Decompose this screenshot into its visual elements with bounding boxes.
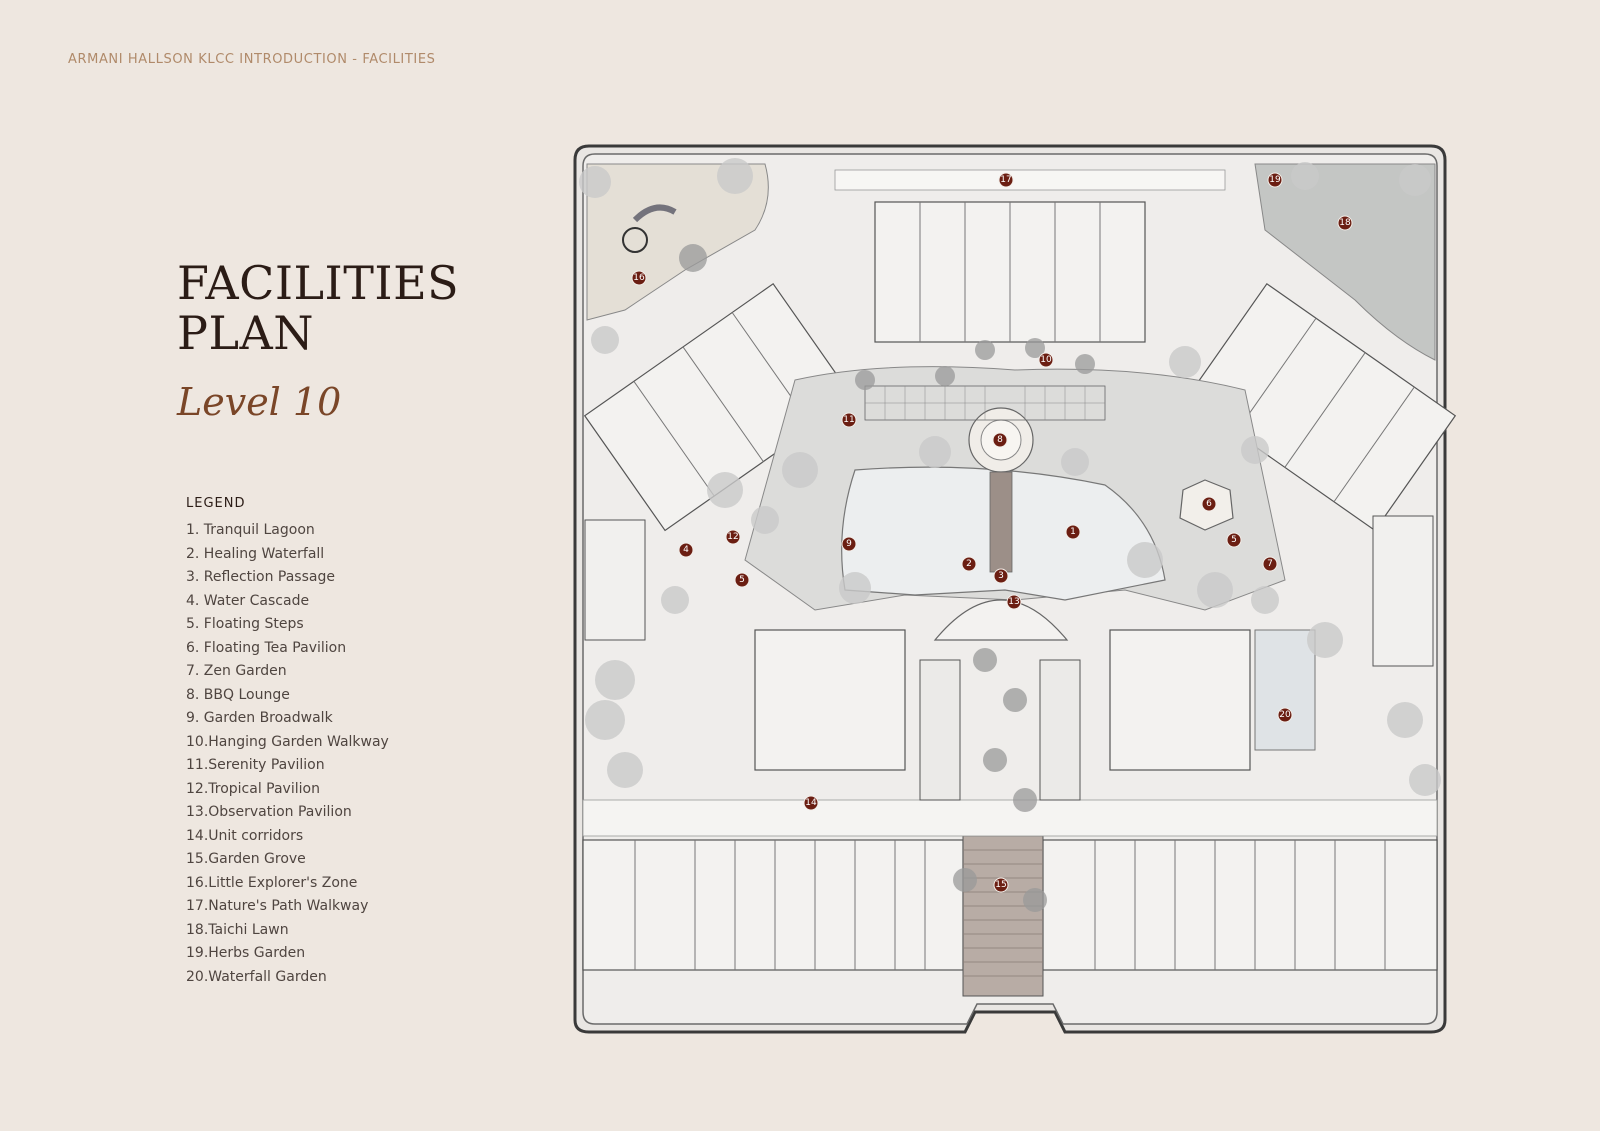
svg-text:19: 19 (1269, 175, 1281, 185)
svg-text:18: 18 (1339, 218, 1351, 228)
svg-text:20: 20 (1279, 710, 1291, 720)
marker-18: 18 (1337, 215, 1353, 231)
svg-text:13: 13 (1008, 597, 1019, 607)
legend-item: 4. Water Cascade (186, 592, 310, 609)
legend-item: 13.Observation Pavilion (186, 804, 352, 820)
lower-units-right (1109, 629, 1251, 771)
taichi-lawn (1254, 163, 1436, 361)
svg-text:17: 17 (1000, 175, 1011, 185)
nature-path-walkway (834, 169, 1226, 191)
svg-text:3: 3 (998, 571, 1004, 581)
legend-item: 17.Nature's Path Walkway (186, 898, 369, 914)
legend: LEGEND 1. Tranquil Lagoon 2. Healing Wat… (186, 496, 389, 989)
legend-item: 18.Taichi Lawn (186, 921, 289, 938)
legend-item: 7. Zen Garden (186, 663, 287, 679)
legend-title: LEGEND (186, 496, 246, 511)
svg-text:2: 2 (966, 559, 972, 569)
bottom-units-left (582, 839, 964, 971)
legend-item: 15.Garden Grove (186, 851, 306, 867)
title-line-2: PLAN (177, 306, 314, 360)
svg-text:16: 16 (633, 273, 645, 283)
svg-text:9: 9 (846, 539, 852, 549)
svg-text:12: 12 (727, 532, 738, 542)
facility-markers: 1 2 3 4 5 5 6 7 8 9 10 11 12 13 14 15 16… (631, 172, 1353, 893)
page-title: FACILITIES PLAN (177, 258, 459, 358)
legend-item: 1. Tranquil Lagoon (186, 522, 315, 538)
marker-5b: 5 (1226, 532, 1242, 548)
legend-item: 10.Hanging Garden Walkway (186, 733, 389, 750)
waterfall-garden (1254, 629, 1316, 751)
left-wing-units (583, 282, 855, 532)
legend-item: 12.Tropical Pavilion (186, 780, 320, 797)
title-line-1: FACILITIES (177, 256, 460, 310)
marker-20: 20 (1277, 707, 1293, 723)
marker-9: 9 (841, 536, 857, 552)
legend-item: 19.Herbs Garden (186, 945, 306, 961)
lower-units-left (754, 629, 906, 771)
marker-14: 14 (803, 795, 819, 811)
marker-6: 6 (1201, 496, 1217, 512)
legend-item: 8. BBQ Lounge (186, 686, 290, 703)
marker-10: 10 (1038, 352, 1054, 368)
svg-text:15: 15 (995, 880, 1006, 890)
svg-text:5: 5 (1231, 535, 1237, 545)
legend-item: 9. Garden Broadwalk (186, 710, 333, 726)
marker-15: 15 (993, 877, 1009, 893)
observation-pavilion (933, 599, 1069, 641)
unit-corridor (582, 799, 1438, 837)
marker-1: 1 (1065, 524, 1081, 540)
svg-text:7: 7 (1267, 559, 1273, 569)
legend-item: 20.Waterfall Garden (186, 968, 327, 985)
marker-19: 19 (1267, 172, 1283, 188)
marker-7: 7 (1262, 556, 1278, 572)
marker-17: 17 (998, 172, 1014, 188)
marker-12: 12 (725, 529, 741, 545)
legend-item: 11.Serenity Pavilion (186, 757, 325, 773)
legend-item: 14.Unit corridors (186, 827, 304, 844)
garden-grove (962, 835, 1044, 997)
marker-8: 8 (992, 432, 1008, 448)
svg-text:6: 6 (1206, 499, 1212, 509)
page-header: ARMANI HALLSON KLCC INTRODUCTION - FACIL… (68, 52, 436, 67)
lift-core-right (1039, 659, 1081, 801)
lift-core-left (919, 659, 961, 801)
legend-list: 1. Tranquil Lagoon 2. Healing Waterfall … (186, 519, 389, 989)
floor-plan: 1 2 3 4 5 5 6 7 8 9 10 11 12 13 14 15 16… (573, 144, 1457, 1034)
marker-11: 11 (841, 412, 857, 428)
legend-item: 16.Little Explorer's Zone (186, 874, 358, 891)
legend-item: 5. Floating Steps (186, 616, 304, 632)
svg-text:14: 14 (805, 798, 817, 808)
svg-text:1: 1 (1070, 527, 1076, 537)
marker-4: 4 (678, 542, 694, 558)
marker-5a: 5 (734, 572, 750, 588)
svg-text:8: 8 (997, 435, 1003, 445)
level-subtitle: Level 10 (177, 380, 342, 424)
marker-13: 13 (1006, 594, 1022, 610)
svg-text:10: 10 (1040, 355, 1052, 365)
landscape-trees (579, 158, 1441, 912)
marker-2: 2 (961, 556, 977, 572)
legend-item: 3. Reflection Passage (186, 569, 335, 585)
marker-16: 16 (631, 270, 647, 286)
right-wing-units (1185, 282, 1457, 532)
legend-item: 6. Floating Tea Pavilion (186, 639, 347, 656)
svg-text:5: 5 (739, 575, 745, 585)
svg-text:11: 11 (843, 415, 854, 425)
svg-text:4: 4 (683, 545, 689, 555)
marker-3: 3 (993, 568, 1009, 584)
bottom-units-right (1042, 839, 1438, 971)
legend-item: 2. Healing Waterfall (186, 545, 325, 562)
